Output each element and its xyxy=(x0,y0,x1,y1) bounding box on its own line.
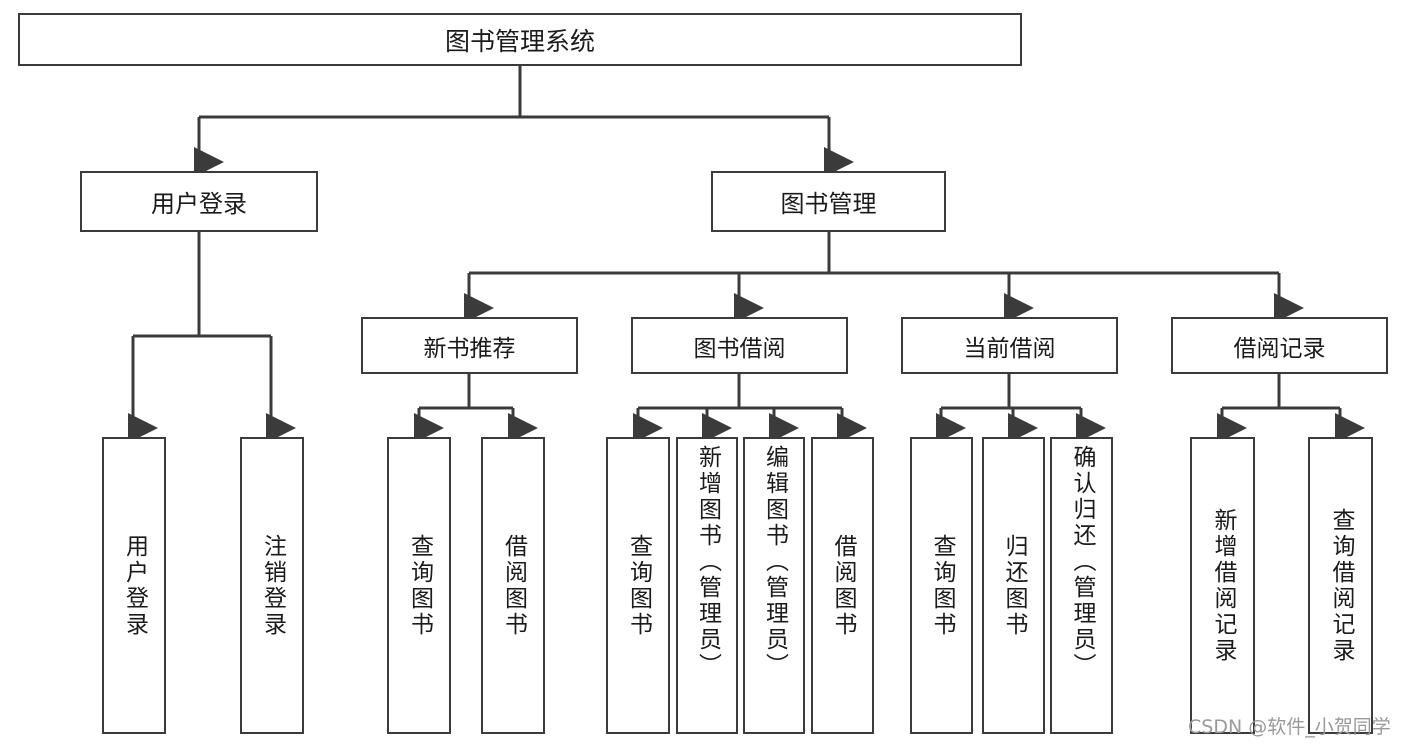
node-borrow-record[interactable]: 借阅记录 xyxy=(1171,317,1388,374)
node-label: 编辑图书（管理员） xyxy=(761,445,788,679)
node-label: 借阅记录 xyxy=(1233,335,1326,362)
node-label: 新增借阅记录 xyxy=(1210,507,1236,664)
node-label: 查询图书 xyxy=(625,533,652,638)
node-label: 当前借阅 xyxy=(963,335,1056,362)
node-label: 查询图书 xyxy=(929,533,955,638)
leaf-query-book-recommend[interactable]: 查询图书 xyxy=(387,437,451,734)
node-book-management[interactable]: 图书管理 xyxy=(711,171,946,232)
watermark: CSDN @软件_小贺同学 xyxy=(1188,716,1391,738)
node-label: 新增图书（管理员） xyxy=(694,445,721,679)
leaf-query-borrow-record[interactable]: 查询借阅记录 xyxy=(1308,437,1373,734)
node-label: 查询借阅记录 xyxy=(1328,507,1354,664)
node-label: 图书管理 xyxy=(780,190,877,218)
node-current-borrow[interactable]: 当前借阅 xyxy=(901,317,1118,374)
node-user-login[interactable]: 用户登录 xyxy=(80,171,318,232)
leaf-user-login[interactable]: 用户登录 xyxy=(102,437,166,734)
node-label: 图书管理系统 xyxy=(444,26,595,56)
node-label: 新书推荐 xyxy=(423,335,516,362)
node-label: 确认归还（管理员） xyxy=(1069,445,1095,679)
node-label: 用户登录 xyxy=(121,533,148,638)
node-new-book-recommend[interactable]: 新书推荐 xyxy=(361,317,578,374)
leaf-edit-book-admin[interactable]: 编辑图书（管理员） xyxy=(743,437,805,734)
leaf-user-logout[interactable]: 注销登录 xyxy=(240,437,304,734)
node-label: 借阅图书 xyxy=(830,533,856,638)
node-label: 注销登录 xyxy=(259,533,286,638)
leaf-confirm-return-admin[interactable]: 确认归还（管理员） xyxy=(1050,437,1113,734)
leaf-borrow-book-recommend[interactable]: 借阅图书 xyxy=(481,437,545,734)
leaf-query-book-borrow[interactable]: 查询图书 xyxy=(606,437,670,734)
node-label: 查询图书 xyxy=(406,533,433,638)
node-book-borrow[interactable]: 图书借阅 xyxy=(631,317,848,374)
node-label: 借阅图书 xyxy=(500,533,527,638)
leaf-query-book-current[interactable]: 查询图书 xyxy=(910,437,973,734)
node-label: 用户登录 xyxy=(151,190,247,218)
node-root-system[interactable]: 图书管理系统 xyxy=(18,13,1022,66)
leaf-return-book[interactable]: 归还图书 xyxy=(982,437,1045,734)
leaf-add-borrow-record[interactable]: 新增借阅记录 xyxy=(1190,437,1255,734)
node-label: 图书借阅 xyxy=(693,335,786,362)
leaf-borrow-book[interactable]: 借阅图书 xyxy=(811,437,874,734)
leaf-add-book-admin[interactable]: 新增图书（管理员） xyxy=(676,437,738,734)
node-label: 归还图书 xyxy=(1001,533,1027,638)
